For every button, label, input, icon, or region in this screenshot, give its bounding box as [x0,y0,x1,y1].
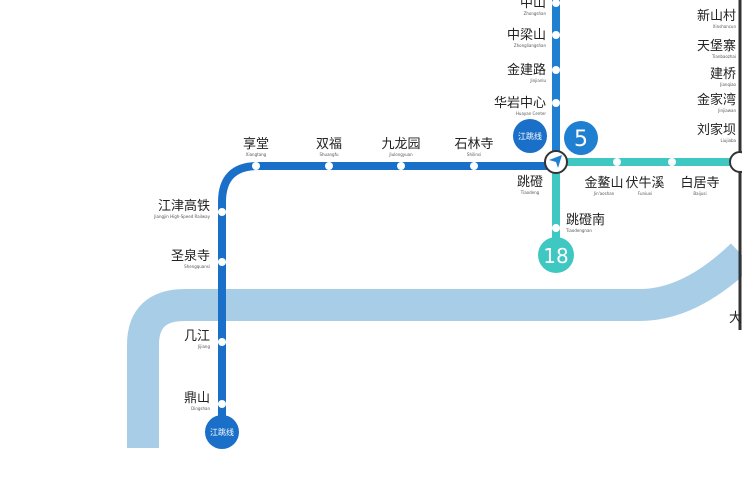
station-name[interactable]: 中山 [520,0,546,11]
line-18-badge[interactable]: 18 [538,237,574,273]
station-dot[interactable] [613,158,621,166]
station-name-en: Shengquansi [184,264,210,269]
station-name-en: Jinjiawan [717,108,736,113]
station-name-en: Dingshan [191,406,210,411]
station-name-en: Jiulongyuan [388,152,413,157]
station-name-en: Zhongshan [524,11,547,16]
station-dot[interactable] [325,162,333,170]
station-name[interactable]: 石林寺 [454,137,493,152]
station-name-en: Shuangfu [319,152,339,157]
station-dot[interactable] [668,158,676,166]
station-name[interactable]: 跳磴南 [566,212,605,228]
line-5-badge-label: 5 [574,127,588,152]
station-dot[interactable] [397,162,405,170]
station-name[interactable]: 鼎山 [184,391,210,406]
station-name-en: Huayan Center [516,111,546,116]
jiangtiao-badge-bottom[interactable]: 江跳线 [205,415,239,449]
interchange-icon [549,155,562,168]
river [127,243,742,448]
line-18-badge-label: 18 [543,244,568,268]
station-name-en: Jianqiao [719,82,736,87]
station-name-en: Xinshancun [713,24,737,29]
station-name[interactable]: 江津高铁 [158,198,210,214]
station-name[interactable]: 中梁山 [507,28,546,43]
station-dot[interactable] [218,400,226,408]
jiangtiao-badge-label: 江跳线 [210,427,234,437]
station-dot[interactable] [218,338,226,346]
station-name-en: Jinjianlu [529,78,546,83]
station-dot[interactable] [552,224,560,232]
station-dot[interactable] [252,162,260,170]
station-dot[interactable] [218,258,226,266]
station-name[interactable]: 新山村 [697,8,736,24]
station-name-en: Jiangjin High-Speed Railway [153,214,210,219]
station-name-en: Shilinsi [467,152,481,157]
station-dot[interactable] [552,31,560,39]
station-name-en: Baijusi [693,191,706,196]
jiangtiao-badge-top[interactable]: 江跳线 [513,119,547,153]
station-name-en: Jijiang [197,344,211,349]
station-name[interactable]: 圣泉寺 [171,248,210,264]
interchange-right[interactable] [729,151,742,173]
station-dot[interactable] [552,66,560,74]
station-name-en: Zhongliangshan [514,43,547,48]
station-name[interactable]: 金建路 [507,62,546,78]
station-name[interactable]: 跳磴 [517,175,543,190]
station-name[interactable]: 伏牛溪 [625,176,664,191]
station-name-en: Tiaodeng [520,190,540,195]
station-dot[interactable] [218,208,226,216]
station-name[interactable]: 几江 [184,329,210,344]
station-name-en: Liujiaba [720,138,736,143]
station-name[interactable]: 建桥 [710,67,736,82]
station-name-en: Xiangtang [246,152,267,157]
station-name[interactable]: 大 [729,311,742,326]
station-name[interactable]: 九龙园 [381,137,420,152]
jiangtiao-badge-label: 江跳线 [518,131,542,141]
station-name[interactable]: 刘家坝 [697,122,736,138]
station-name[interactable]: 华岩中心 [494,96,546,111]
station-name[interactable]: 享堂 [243,136,269,152]
station-name-en: Tianbaozhai [711,54,736,59]
station-name-en: Tiaodengnan [565,228,592,233]
station-name[interactable]: 天堡寨 [697,38,736,54]
station-name[interactable]: 金鳌山 [584,175,623,191]
station-dot[interactable] [552,0,560,7]
station-name[interactable]: 双福 [316,137,342,152]
station-name-en: Funiuxi [638,191,652,196]
line-5-badge[interactable]: 5 [564,121,598,155]
station-name[interactable]: 金家湾 [697,92,736,108]
station-dot[interactable] [552,99,560,107]
station-name-en: Jin'aoshan [593,191,615,196]
station-name[interactable]: 白居寺 [680,175,719,191]
interchange-tiaodeng[interactable] [544,150,568,174]
station-dot[interactable] [470,162,478,170]
